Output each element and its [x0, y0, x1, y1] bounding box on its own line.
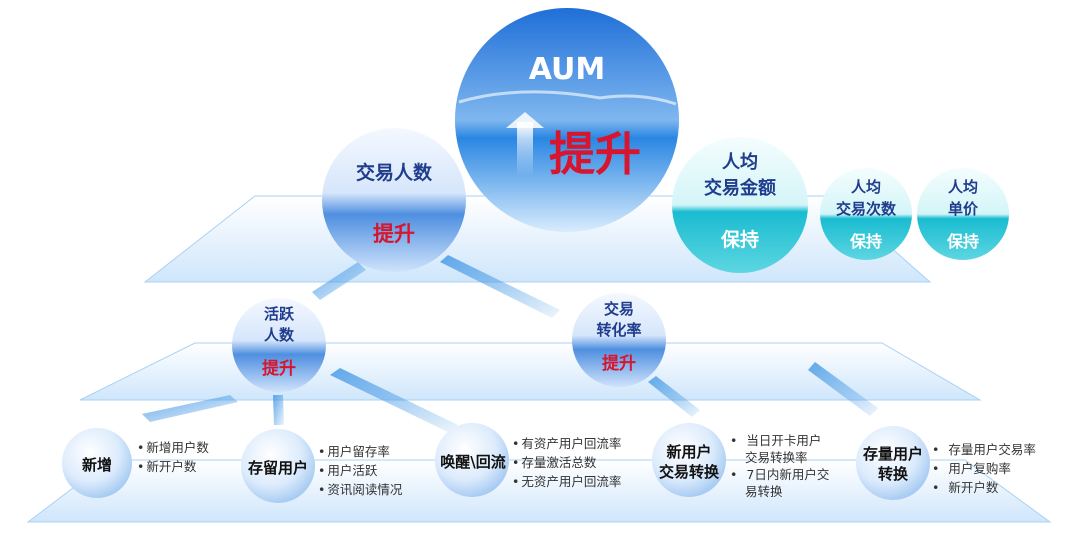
- wake-bullet-1: 有资产用户回流率: [512, 434, 621, 453]
- avg-amount-sphere: [672, 137, 808, 273]
- avg-amount-line1: 人均: [722, 152, 758, 173]
- aum-title: AUM: [528, 52, 606, 87]
- stock-trade-sphere: [856, 426, 930, 500]
- avg-count-status: 保持: [849, 232, 882, 251]
- new-trade-sphere: [652, 423, 726, 497]
- retain-bullet-2: 用户活跃: [318, 461, 402, 480]
- new-add-bullet-2: 新开户数: [137, 457, 209, 476]
- avg-count-line1: 人均: [850, 178, 881, 196]
- stock-trade-line1: 存量用户: [862, 445, 923, 463]
- up-arrow-head: [506, 112, 544, 128]
- wake-bullets: 有资产用户回流率 存量激活总数 无资产用户回流率: [512, 434, 621, 491]
- trade-users-title: 交易人数: [355, 162, 432, 184]
- conversion-line2: 转化率: [596, 321, 642, 339]
- new-trade-bullet-1: 当日开卡用户: [730, 432, 829, 449]
- wake-bullet-3: 无资产用户回流率: [512, 472, 621, 491]
- new-trade-bullet-1-cont: 交易转换率: [745, 450, 808, 465]
- retain-bullet-3: 资讯阅读情况: [318, 480, 402, 499]
- aum-sphere: [455, 8, 679, 232]
- wake-title: 唤醒\回流: [440, 453, 506, 471]
- beam-to-conversion: [440, 255, 560, 318]
- conversion-status: 提升: [602, 354, 636, 374]
- active-users-status: 提升: [262, 359, 296, 379]
- beam-to-stock: [808, 362, 878, 416]
- trade-users-sphere: [322, 128, 466, 272]
- active-users-title: 活跃 人数: [239, 304, 319, 346]
- wake-bullet-2: 存量激活总数: [512, 453, 621, 472]
- new-trade-title: 新用户 交易转换: [649, 442, 729, 482]
- avg-price-sphere: [917, 168, 1009, 260]
- stock-trade-title: 存量用户 转换: [853, 444, 933, 484]
- beam-to-new: [142, 395, 238, 422]
- trade-users-status: 提升: [373, 222, 415, 246]
- new-trade-bullet-2: 7日内新用户交: [730, 466, 829, 483]
- retain-title: 存留用户: [247, 459, 308, 477]
- avg-count-sphere: [820, 168, 912, 260]
- conversion-title: 交易 转化率: [569, 299, 669, 341]
- active-users-line2: 人数: [263, 326, 294, 344]
- up-arrow-icon: [517, 122, 533, 176]
- conversion-sphere: [572, 293, 666, 387]
- stock-trade-bullet-2: 用户复购率: [932, 459, 1036, 478]
- avg-amount-title: 人均 交易金额: [680, 150, 800, 202]
- avg-price-line1: 人均: [947, 178, 978, 196]
- avg-price-title: 人均 单价: [913, 176, 1013, 220]
- new-add-title: 新增: [81, 456, 112, 474]
- stock-trade-bullet-3: 新开户数: [932, 478, 1036, 497]
- avg-amount-status: 保持: [720, 229, 759, 251]
- beam-to-active: [312, 262, 366, 300]
- beam-to-newtrade: [648, 376, 700, 417]
- retain-bullet-1: 用户留存率: [318, 442, 402, 461]
- retain-sphere: [241, 429, 315, 503]
- new-add-bullets: 新增用户数 新开户数: [137, 438, 209, 476]
- stock-trade-bullet-1: 存量用户交易率: [932, 440, 1036, 459]
- new-trade-line2: 交易转换: [658, 463, 719, 481]
- retain-bullets: 用户留存率 用户活跃 资讯阅读情况: [318, 442, 402, 499]
- stock-trade-bullets: 存量用户交易率 用户复购率 新开户数: [932, 440, 1036, 497]
- avg-price-line2: 单价: [947, 200, 978, 218]
- new-trade-bullets: 当日开卡用户 交易转换率 7日内新用户交 易转换: [730, 432, 829, 500]
- beam-to-wake: [330, 368, 458, 433]
- beam-to-retain: [273, 395, 284, 425]
- avg-count-title: 人均 交易次数: [816, 176, 916, 220]
- avg-price-status: 保持: [946, 232, 979, 251]
- new-trade-bullet-2-cont: 易转换: [745, 484, 783, 499]
- new-trade-line1: 新用户: [666, 443, 712, 461]
- new-add-sphere: [62, 428, 132, 498]
- aum-status: 提升: [549, 127, 641, 181]
- active-users-sphere: [232, 298, 326, 392]
- wake-sphere: [435, 423, 509, 497]
- active-users-line1: 活跃: [263, 305, 294, 323]
- conversion-line1: 交易: [603, 300, 634, 318]
- avg-amount-line2: 交易金额: [704, 178, 776, 199]
- avg-count-line2: 交易次数: [835, 200, 896, 218]
- stock-trade-line2: 转换: [877, 465, 908, 483]
- new-add-bullet-1: 新增用户数: [137, 438, 209, 457]
